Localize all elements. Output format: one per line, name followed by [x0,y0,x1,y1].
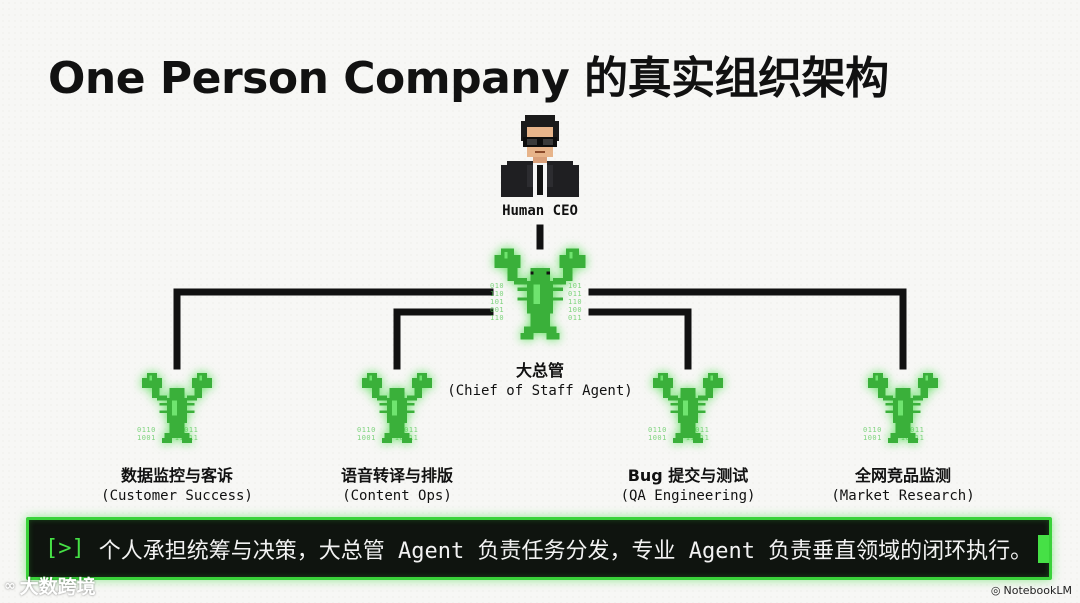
connector-customer-success [173,288,494,370]
watermark-text: 大数跨境 [19,576,96,598]
lobster-icon [142,373,212,443]
agent-label-market-research: 全网竞品监测 (Market Research) [803,462,1003,504]
terminal-text: 个人承担统筹与决策，大总管 Agent 负责任务分发，专业 Agent 负责垂直… [98,538,1033,564]
connector-qa [588,308,692,370]
page-title: One Person Company 的真实组织架构 [48,53,889,104]
lobster-icon [653,373,723,443]
connector-content-ops [393,308,494,370]
agent-name-en: (QA Engineering) [620,488,756,504]
agent-label-qa-engineering: Bug 提交与测试 (QA Engineering) [588,462,788,504]
agent-qa-engineering: 0110 1011 1001 11011 [648,368,728,452]
terminal-prompt: [>] [45,536,85,561]
agent-name-en: (Content Ops) [342,488,452,504]
ceo-label: Human CEO [502,203,578,219]
agent-name-cn: 数据监控与客诉 [120,466,233,485]
agent-label-customer-success: 数据监控与客诉 (Customer Success) [77,462,277,504]
chief-name-cn: 大总管 [515,361,564,380]
agent-name-en: (Customer Success) [101,488,253,504]
agent-name-cn: 全网竞品监测 [854,466,951,485]
notebooklm-logo-icon: ◎ [990,584,1001,597]
agent-name-cn: 语音转译与排版 [340,466,453,485]
human-ceo-avatar [497,113,583,197]
brand-text: NotebookLM [1003,584,1072,597]
lobster-icon [362,373,432,443]
binary-pattern-right: 101 011 110 100 011 [568,282,583,322]
agent-customer-success: 0110 1011 1001 11011 [137,368,217,452]
lobster-icon [494,248,586,340]
lobster-icon [868,373,938,443]
terminal-cursor [1038,534,1049,563]
terminal-caption-box: [>] 个人承担统筹与决策，大总管 Agent 负责任务分发，专业 Agent … [26,517,1052,580]
notebooklm-brand: ◎ NotebookLM [991,584,1072,597]
watermark: ∞ 大数跨境 [4,572,96,599]
connector-market-research [588,288,907,370]
binary-pattern-left: 010 110 101 001 110 [490,282,505,322]
watermark-logo-icon: ∞ [4,577,16,594]
chief-label: 大总管 (Chief of Staff Agent) [430,357,650,399]
agent-label-content-ops: 语音转译与排版 (Content Ops) [297,462,497,504]
agent-name-cn: Bug 提交与测试 [627,466,749,485]
chief-name-en: (Chief of Staff Agent) [447,383,633,399]
agent-name-en: (Market Research) [831,488,975,504]
chief-of-staff-node: 010 110 101 001 110 101 011 110 100 011 [488,242,592,346]
